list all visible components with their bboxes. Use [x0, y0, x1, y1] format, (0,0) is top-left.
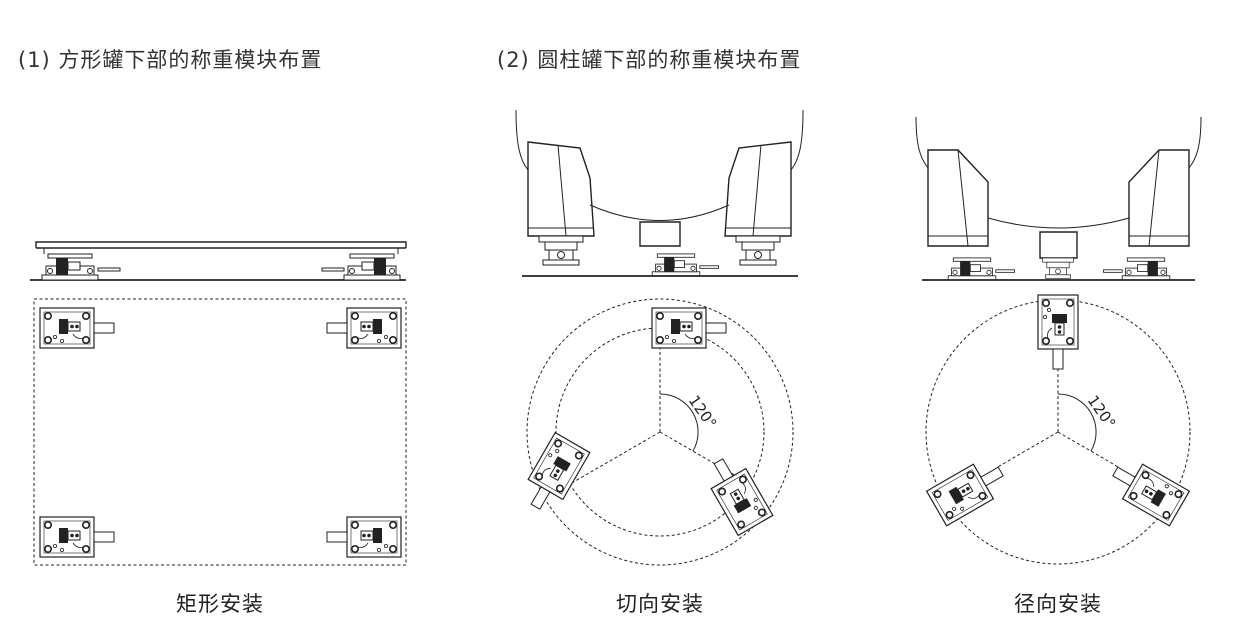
weighing-module-icon — [925, 453, 1012, 527]
heading-square-tank: (1) 方形罐下部的称重模块布置 — [18, 48, 323, 72]
weighing-module-icon — [651, 307, 727, 349]
tangential-plan: 120° — [517, 298, 794, 566]
caption-radial: 径向安装 — [1014, 592, 1102, 616]
caption-tangential: 切向安装 — [616, 592, 704, 616]
radial-plan: 120° — [925, 294, 1191, 565]
heading-cylinder-tank: (2) 圆柱罐下部的称重模块布置 — [497, 48, 802, 72]
weighing-module-icon — [1104, 453, 1191, 527]
radial-elevation — [915, 116, 1202, 281]
square-tank-plan — [33, 298, 407, 566]
weighing-module-icon — [517, 431, 591, 518]
angle-label-radial: 120° — [1084, 392, 1119, 432]
tangential-elevation — [515, 109, 804, 277]
weighing-module-icon — [326, 307, 402, 349]
weighing-module-icon — [39, 516, 115, 558]
square-tank-elevation — [30, 241, 407, 281]
weighing-module-icon — [700, 450, 774, 537]
angle-label-tangential: 120° — [685, 392, 720, 432]
weighing-module-icon — [1037, 294, 1079, 370]
caption-rectangular: 矩形安装 — [176, 592, 264, 616]
weighing-module-icon — [326, 516, 402, 558]
weighing-module-icon — [39, 307, 115, 349]
